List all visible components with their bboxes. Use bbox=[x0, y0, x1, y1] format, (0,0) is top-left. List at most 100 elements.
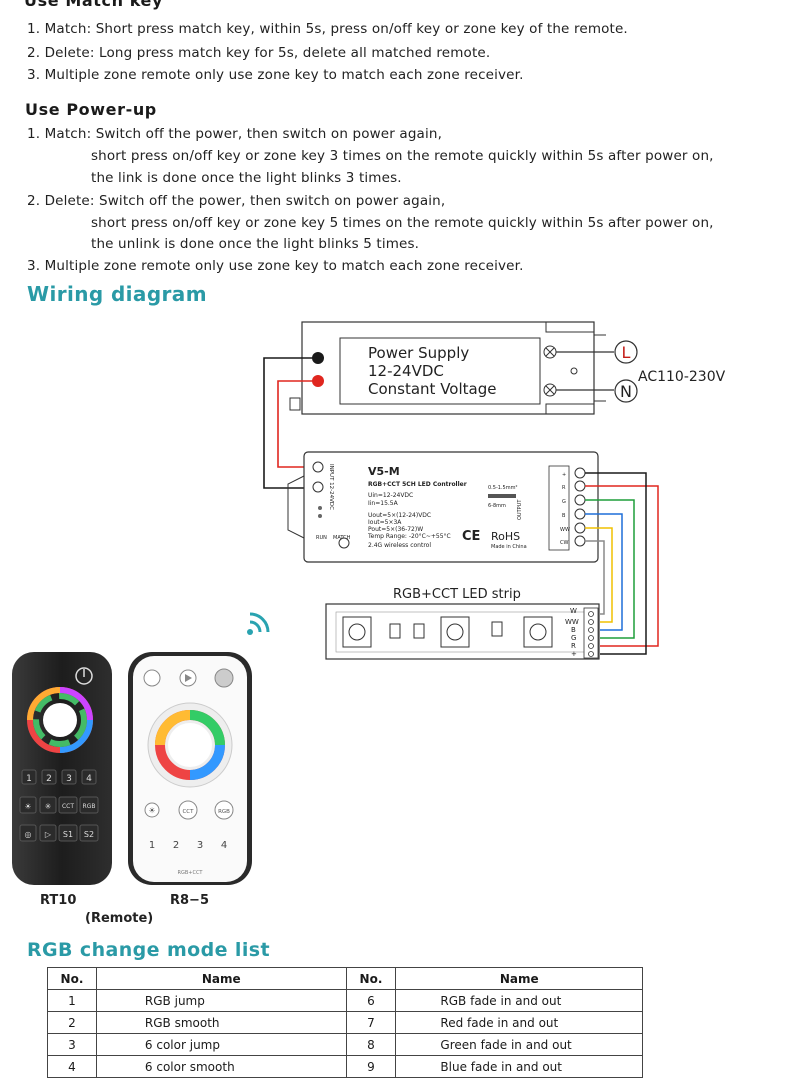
r8-5-remote: ☀ CCT RGB 1 2 3 4 RGB+CCT bbox=[128, 652, 252, 885]
signal-led-icon bbox=[318, 514, 322, 518]
match-key-item-2: 2. Delete: Long press match key for 5s, … bbox=[27, 45, 491, 61]
controller: INPUT 12-24VDC V5-M RGB+CCT 5CH LED Cont… bbox=[287, 451, 599, 563]
made-in: Made in China bbox=[491, 544, 527, 550]
r8-key-2: 2 bbox=[173, 840, 179, 851]
controller-iout: Iout=5×3A bbox=[368, 519, 402, 526]
cell-no: 1 bbox=[47, 989, 97, 1012]
power-up-match-cont-1: short press on/off key or zone key 3 tim… bbox=[91, 148, 714, 164]
power-up-match: 1. Match: Switch off the power, then swi… bbox=[27, 126, 443, 142]
ac-label: AC110-230V bbox=[638, 369, 726, 385]
r8-key-3: 3 bbox=[197, 840, 203, 851]
run-led-icon bbox=[318, 506, 322, 510]
neutral-terminal-icon bbox=[614, 379, 638, 403]
cell-no: 2 bbox=[47, 1011, 97, 1034]
strip-length: 6-8mm bbox=[488, 503, 506, 509]
wire-gauge: 0.5-1.5mm² bbox=[488, 485, 517, 491]
controller-subtitle: RGB+CCT 5CH LED Controller bbox=[368, 481, 467, 488]
match-key-heading: Use Match key bbox=[24, 0, 164, 10]
cell-name: Blue fade in and out bbox=[395, 1055, 643, 1078]
cell-name: RGB jump bbox=[95, 989, 347, 1012]
rt10-key-rgb: RGB bbox=[83, 803, 96, 810]
strip-pin-plus: + bbox=[571, 650, 577, 658]
header-name-2: Name bbox=[395, 967, 643, 990]
cell-no: 3 bbox=[47, 1033, 97, 1056]
match-key-item-3: 3. Multiple zone remote only use zone ke… bbox=[27, 67, 524, 83]
run-label: RUN bbox=[316, 535, 327, 541]
power-up-delete-cont-2: the unlink is done once the light blinks… bbox=[91, 236, 420, 252]
output-label: OUTPUT bbox=[517, 499, 523, 520]
rt10-mode-icon: ◎ bbox=[25, 830, 32, 839]
power-up-heading: Use Power-up bbox=[25, 100, 157, 119]
cell-name: 6 color smooth bbox=[95, 1055, 347, 1078]
cell-no: 9 bbox=[345, 1055, 397, 1078]
rt10-play-icon: ▷ bbox=[45, 830, 52, 839]
cell-name: Red fade in and out bbox=[395, 1011, 643, 1034]
psu-line-1: Power Supply bbox=[368, 344, 469, 362]
controller-uout: Uout=5×(12-24)VDC bbox=[368, 512, 431, 519]
term-plus: + bbox=[562, 472, 566, 478]
cell-no: 6 bbox=[345, 989, 397, 1012]
cell-name: Green fade in and out bbox=[395, 1033, 643, 1056]
wireless-signal-icon bbox=[247, 612, 270, 635]
controller-wireless: 2.4G wireless control bbox=[368, 542, 431, 549]
live-label: L bbox=[622, 343, 631, 362]
strip-pin-ww: WW bbox=[565, 618, 579, 626]
table-row: 4 6 color smooth 9 Blue fade in and out bbox=[47, 1055, 643, 1078]
rt10-key-s1: S1 bbox=[63, 830, 73, 839]
header-name-1: Name bbox=[95, 967, 347, 990]
rohs-mark: RoHS bbox=[491, 530, 520, 543]
term-b: B bbox=[562, 513, 566, 519]
cell-no: 7 bbox=[345, 1011, 397, 1034]
ce-mark: CE bbox=[462, 529, 480, 544]
table-row: 1 RGB jump 6 RGB fade in and out bbox=[47, 989, 643, 1012]
table-row: 2 RGB smooth 7 Red fade in and out bbox=[47, 1011, 643, 1034]
rt10-key-cct: CCT bbox=[62, 803, 74, 810]
r8-power-icon bbox=[214, 668, 234, 688]
cell-name: RGB smooth bbox=[95, 1011, 347, 1034]
controller-uin: Uin=12-24VDC bbox=[368, 492, 413, 499]
controller-input-label: INPUT 12-24VDC bbox=[328, 464, 334, 510]
r8-key-1: 1 bbox=[149, 840, 155, 851]
controller-temp: Temp Range: -20°C~+55°C bbox=[367, 533, 451, 540]
psu-line-2: 12-24VDC bbox=[368, 362, 444, 380]
power-up-multi: 3. Multiple zone remote only use zone ke… bbox=[27, 258, 524, 274]
rt10-key-4: 4 bbox=[86, 774, 92, 784]
remotes-image: 1 2 3 4 ☀ ✳ CCT RGB ◎ ▷ S1 S2 RT10 ☀ CCT… bbox=[12, 652, 252, 908]
neutral-label: N bbox=[620, 382, 632, 401]
power-up-match-cont-2: the link is done once the light blinks 3… bbox=[91, 170, 402, 186]
term-cw: CW bbox=[560, 540, 568, 546]
strip-pin-r: R bbox=[571, 642, 576, 650]
rt10-key-1: 1 bbox=[26, 774, 32, 784]
rt10-key-3: 3 bbox=[66, 774, 72, 784]
term-g: G bbox=[562, 499, 566, 505]
table-row: 3 6 color jump 8 Green fade in and out bbox=[47, 1033, 643, 1056]
r8-key-4: 4 bbox=[221, 840, 227, 851]
controller-pout: Pout=5×(36-72)W bbox=[368, 526, 423, 533]
strip-pin-w: W bbox=[570, 607, 577, 615]
table-header-row: No. Name No. Name bbox=[47, 967, 643, 990]
cell-name: RGB fade in and out bbox=[395, 989, 643, 1012]
cell-no: 8 bbox=[345, 1033, 397, 1056]
rt10-key-2: 2 bbox=[46, 774, 52, 784]
wiring-diagram: Power Supply 12-24VDC Constant Voltage L… bbox=[247, 321, 726, 660]
r8-5-name: R8−5 bbox=[170, 893, 209, 908]
strip-label: RGB+CCT LED strip bbox=[393, 587, 521, 602]
psu-line-3: Constant Voltage bbox=[368, 380, 496, 398]
rt10-key-s2: S2 bbox=[84, 830, 94, 839]
controller-model: V5-M bbox=[368, 465, 400, 478]
strip-pads bbox=[588, 611, 594, 657]
header-no-1: No. bbox=[47, 967, 97, 990]
match-button-icon bbox=[338, 537, 350, 549]
match-key-item-1: 1. Match: Short press match key, within … bbox=[27, 21, 628, 37]
strip-pin-b: B bbox=[571, 626, 576, 634]
rgb-modes-heading: RGB change mode list bbox=[27, 939, 270, 961]
power-up-delete-cont-1: short press on/off key or zone key 5 tim… bbox=[91, 215, 714, 231]
r8-key-rgb: RGB bbox=[218, 809, 230, 815]
strip-pin-g: G bbox=[571, 634, 576, 642]
rgb-modes-table: No. Name No. Name 1 RGB jump 6 RGB fade … bbox=[47, 967, 643, 1078]
wiring-heading: Wiring diagram bbox=[27, 282, 207, 306]
controller-iin: Iin=15.5A bbox=[368, 500, 399, 507]
controller-terminals bbox=[574, 467, 586, 547]
rt10-remote: 1 2 3 4 ☀ ✳ CCT RGB ◎ ▷ S1 S2 bbox=[12, 652, 112, 885]
cell-name: 6 color jump bbox=[95, 1033, 347, 1056]
